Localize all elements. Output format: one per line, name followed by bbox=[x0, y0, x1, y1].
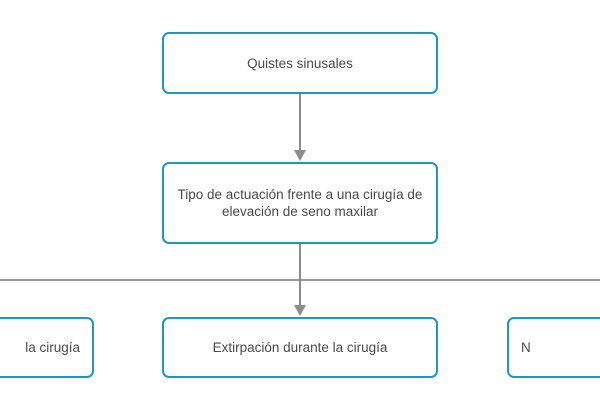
node-label: Tipo de actuación frente a una cirugía d… bbox=[177, 187, 423, 219]
node-label: la cirugía bbox=[25, 340, 80, 355]
node-branch-left-clipped[interactable]: la cirugía bbox=[0, 317, 94, 378]
node-branch-right-clipped[interactable]: N bbox=[507, 317, 600, 378]
node-quistes-sinusales[interactable]: Quistes sinusales bbox=[162, 32, 438, 94]
node-label: N bbox=[521, 340, 531, 355]
node-tipo-de-actuacion[interactable]: Tipo de actuación frente a una cirugía d… bbox=[162, 162, 438, 244]
arrowhead-decision-to-branch bbox=[294, 305, 306, 316]
edge-root-to-decision bbox=[299, 94, 301, 150]
edge-decision-to-branches bbox=[299, 244, 301, 306]
node-label: Extirpación durante la cirugía bbox=[212, 340, 388, 355]
arrowhead-root-to-decision bbox=[294, 150, 306, 161]
node-label: Quistes sinusales bbox=[247, 55, 353, 71]
node-extirpacion-durante-la-cirugia[interactable]: Extirpación durante la cirugía bbox=[162, 317, 438, 378]
